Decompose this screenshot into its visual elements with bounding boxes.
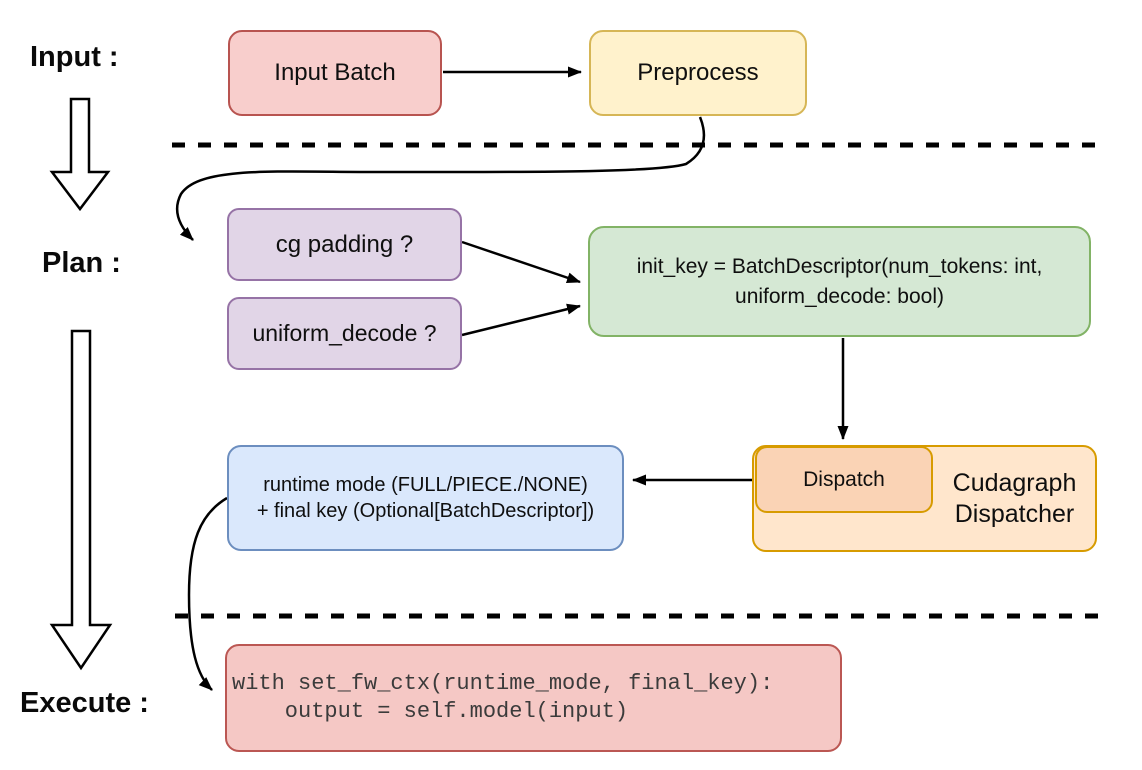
node-preprocess-label: Preprocess bbox=[637, 59, 759, 86]
node-cg-padding: cg padding ? bbox=[227, 208, 462, 281]
node-execute-code: with set_fw_ctx(runtime_mode, final_key)… bbox=[225, 644, 842, 752]
section-label-execute: Execute : bbox=[20, 687, 149, 719]
node-input-batch: Input Batch bbox=[228, 30, 442, 116]
section-label-plan: Plan : bbox=[42, 247, 121, 279]
node-init-key-label-line2: uniform_decode: bool) bbox=[735, 284, 944, 308]
node-dispatch-label: Dispatch bbox=[803, 467, 885, 491]
hollow-arrow-input-to-plan bbox=[49, 97, 111, 212]
hollow-arrow-plan-to-execute bbox=[49, 329, 113, 671]
node-cudagraph-label-line2: Dispatcher bbox=[954, 499, 1075, 528]
node-cg-padding-label: cg padding ? bbox=[275, 230, 414, 258]
node-input-batch-label: Input Batch bbox=[274, 59, 396, 86]
node-init-key-label-line1: init_key = BatchDescriptor(num_tokens: i… bbox=[636, 254, 1043, 278]
arrow-uniformdecode-to-initkey bbox=[461, 303, 581, 337]
node-cudagraph-label-line1: Cudagraph bbox=[952, 468, 1077, 497]
arrow-cgpadding-to-initkey bbox=[461, 240, 581, 284]
arrow-runtimemode-to-execute bbox=[187, 496, 228, 691]
node-runtime-mode-label-line2: + final key (Optional[BatchDescriptor]) bbox=[256, 500, 595, 522]
node-cudagraph-dispatcher-label: Cudagraph Dispatcher bbox=[936, 447, 1093, 550]
node-uniform-decode: uniform_decode ? bbox=[227, 297, 462, 370]
section-label-input: Input : bbox=[30, 41, 119, 73]
node-uniform-decode-label: uniform_decode ? bbox=[252, 320, 437, 346]
node-preprocess: Preprocess bbox=[589, 30, 807, 116]
node-dispatch: Dispatch bbox=[755, 446, 933, 513]
execute-code-text: with set_fw_ctx(runtime_mode, final_key)… bbox=[232, 671, 774, 724]
node-runtime-mode-label-line1: runtime mode (FULL/PIECE./NONE) bbox=[263, 474, 588, 496]
node-runtime-mode: runtime mode (FULL/PIECE./NONE) + final … bbox=[227, 445, 624, 551]
node-init-key: init_key = BatchDescriptor(num_tokens: i… bbox=[588, 226, 1091, 337]
arrow-preprocess-to-cgpadding bbox=[175, 116, 706, 241]
